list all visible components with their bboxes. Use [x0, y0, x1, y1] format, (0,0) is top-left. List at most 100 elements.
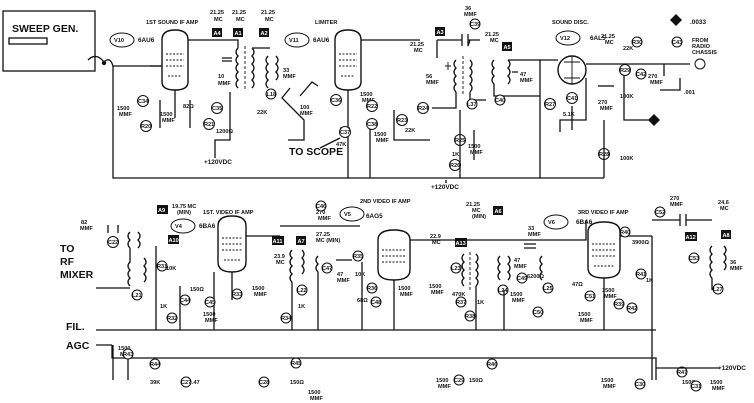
svg-text:47: 47: [514, 258, 520, 264]
svg-text:MMF: MMF: [438, 384, 451, 390]
tag-a3: A3: [435, 27, 445, 36]
svg-text:TO: TO: [60, 243, 74, 255]
svg-text:R29: R29: [620, 68, 630, 74]
b-plus-top: +120VDC: [204, 159, 232, 166]
svg-text:R35: R35: [353, 254, 363, 260]
svg-text:C48: C48: [371, 300, 381, 306]
svg-text:MMF: MMF: [218, 81, 231, 87]
svg-text:R20: R20: [141, 124, 151, 130]
svg-text:.001: .001: [684, 90, 695, 96]
svg-text:C34: C34: [138, 99, 149, 105]
svg-text:1500: 1500: [436, 378, 448, 384]
svg-text:(MIN): (MIN): [472, 214, 486, 220]
svg-text:1500: 1500: [118, 346, 130, 352]
tag-a9: A9: [157, 205, 168, 214]
v11-title: LIMITER: [315, 20, 337, 26]
svg-text:150Ω: 150Ω: [469, 378, 483, 384]
sweep-generator: SWEEP GEN.: [2, 10, 114, 72]
svg-text:MMF: MMF: [670, 202, 683, 208]
diamond-terminal-upper: [670, 14, 682, 26]
svg-text:C37: C37: [340, 130, 350, 136]
sweep-gen-label: SWEEP GEN.: [12, 23, 78, 35]
svg-text:270: 270: [648, 74, 657, 80]
svg-text:C47: C47: [322, 266, 332, 272]
to-scope-label: TO SCOPE: [289, 146, 343, 158]
svg-text:1K: 1K: [646, 278, 653, 284]
svg-text:R43: R43: [123, 352, 133, 358]
svg-text:21.25: 21.25: [232, 10, 246, 16]
svg-text:21.25: 21.25: [210, 10, 224, 16]
svg-text:470K: 470K: [452, 292, 465, 298]
svg-text:21.25: 21.25: [466, 202, 480, 208]
svg-text:R27: R27: [545, 102, 555, 108]
svg-text:1500: 1500: [602, 288, 614, 294]
svg-text:1K: 1K: [452, 152, 459, 158]
svg-text:R21: R21: [204, 122, 214, 128]
v5-tube-type: 6AG5: [366, 213, 383, 220]
svg-text:MMF: MMF: [162, 118, 175, 124]
svg-text:22K: 22K: [623, 46, 633, 52]
svg-text:C40: C40: [495, 98, 505, 104]
svg-text:R45: R45: [291, 361, 301, 367]
svg-text:270: 270: [316, 210, 325, 216]
svg-text:MMF: MMF: [376, 138, 389, 144]
svg-text:MIXER: MIXER: [60, 269, 94, 281]
svg-text:MMF: MMF: [310, 396, 323, 402]
svg-text:C31: C31: [691, 384, 701, 390]
svg-text:R32: R32: [167, 316, 177, 322]
svg-text:C28: C28: [259, 380, 269, 386]
svg-text:(MIN): (MIN): [177, 210, 191, 216]
svg-text:C50: C50: [533, 310, 543, 316]
svg-text:R22: R22: [367, 104, 377, 110]
svg-text:47Ω: 47Ω: [572, 282, 583, 288]
svg-text:1ST. VIDEO IF AMP: 1ST. VIDEO IF AMP: [203, 210, 254, 216]
svg-text:MC: MC: [472, 208, 481, 214]
svg-text:.0033: .0033: [690, 19, 706, 26]
svg-text:.47: .47: [192, 380, 200, 386]
svg-text:C22: C22: [108, 240, 118, 246]
svg-text:MMF: MMF: [431, 290, 444, 296]
svg-text:MC: MC: [605, 40, 614, 46]
svg-text:100K: 100K: [620, 94, 633, 100]
svg-text:L25: L25: [543, 286, 553, 292]
tag-a7: A7: [296, 236, 306, 245]
svg-text:21.25: 21.25: [410, 42, 424, 48]
svg-text:MMF: MMF: [600, 106, 613, 112]
svg-text:36: 36: [730, 260, 736, 266]
svg-text:A2: A2: [261, 31, 268, 37]
svg-text:V6: V6: [548, 220, 555, 226]
svg-text:L22: L22: [297, 288, 307, 294]
tube-v11: V11 6AU6: [284, 29, 420, 112]
tag-a11: A11: [272, 236, 284, 245]
svg-text:82: 82: [81, 220, 87, 226]
svg-text:RADIO: RADIO: [692, 44, 711, 50]
svg-text:L18: L18: [267, 92, 277, 98]
svg-text:1500: 1500: [601, 378, 613, 384]
svg-text:56: 56: [426, 74, 432, 80]
svg-text:R37: R37: [456, 300, 466, 306]
svg-text:MMF: MMF: [337, 278, 350, 284]
svg-text:82Ω: 82Ω: [183, 104, 194, 110]
svg-text:C49: C49: [517, 276, 527, 282]
svg-text:L24: L24: [498, 288, 509, 294]
svg-text:270: 270: [598, 100, 607, 106]
svg-text:MMF: MMF: [283, 74, 296, 80]
svg-text:1200Ω: 1200Ω: [216, 129, 233, 135]
svg-text:FROM: FROM: [692, 38, 709, 44]
svg-text:L27: L27: [713, 287, 723, 293]
svg-text:C42: C42: [636, 72, 646, 78]
svg-text:C53: C53: [689, 256, 699, 262]
svg-text:R46: R46: [487, 362, 497, 368]
svg-text:R23: R23: [397, 118, 407, 124]
v10-title: 1ST SOUND IF AMP: [146, 20, 199, 26]
svg-text:21.25: 21.25: [601, 34, 615, 40]
svg-text:C27: C27: [181, 380, 191, 386]
svg-text:33: 33: [528, 226, 534, 232]
svg-text:R31: R31: [157, 264, 167, 270]
svg-text:MMF: MMF: [712, 386, 725, 392]
tag-a8: A8: [721, 230, 731, 239]
svg-text:39K: 39K: [150, 380, 160, 386]
svg-text:R36: R36: [367, 286, 377, 292]
svg-text:1K: 1K: [477, 300, 484, 306]
